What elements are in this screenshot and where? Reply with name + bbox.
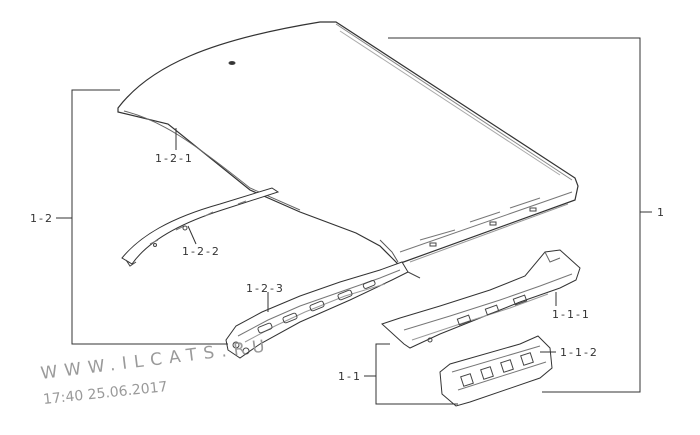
- label-rear-bracket[interactable]: 1-1-2: [560, 346, 599, 359]
- label-roof-panel[interactable]: 1-2-1: [155, 152, 194, 165]
- label-rear-group[interactable]: 1-1: [338, 370, 362, 383]
- leader-lines: [56, 37, 652, 405]
- label-side-rail[interactable]: 1-2-2: [182, 245, 221, 258]
- rear-bracket[interactable]: [439, 335, 553, 407]
- front-header[interactable]: [225, 261, 421, 359]
- label-roof-panel-group[interactable]: 1-2: [30, 212, 54, 225]
- label-assembly[interactable]: 1: [657, 206, 666, 219]
- roof-panel[interactable]: [117, 21, 579, 265]
- label-front-header[interactable]: 1-2-3: [246, 282, 285, 295]
- side-rail[interactable]: [121, 187, 280, 267]
- label-rear-crossmember[interactable]: 1-1-1: [552, 308, 591, 321]
- rear-crossmember[interactable]: [381, 249, 581, 349]
